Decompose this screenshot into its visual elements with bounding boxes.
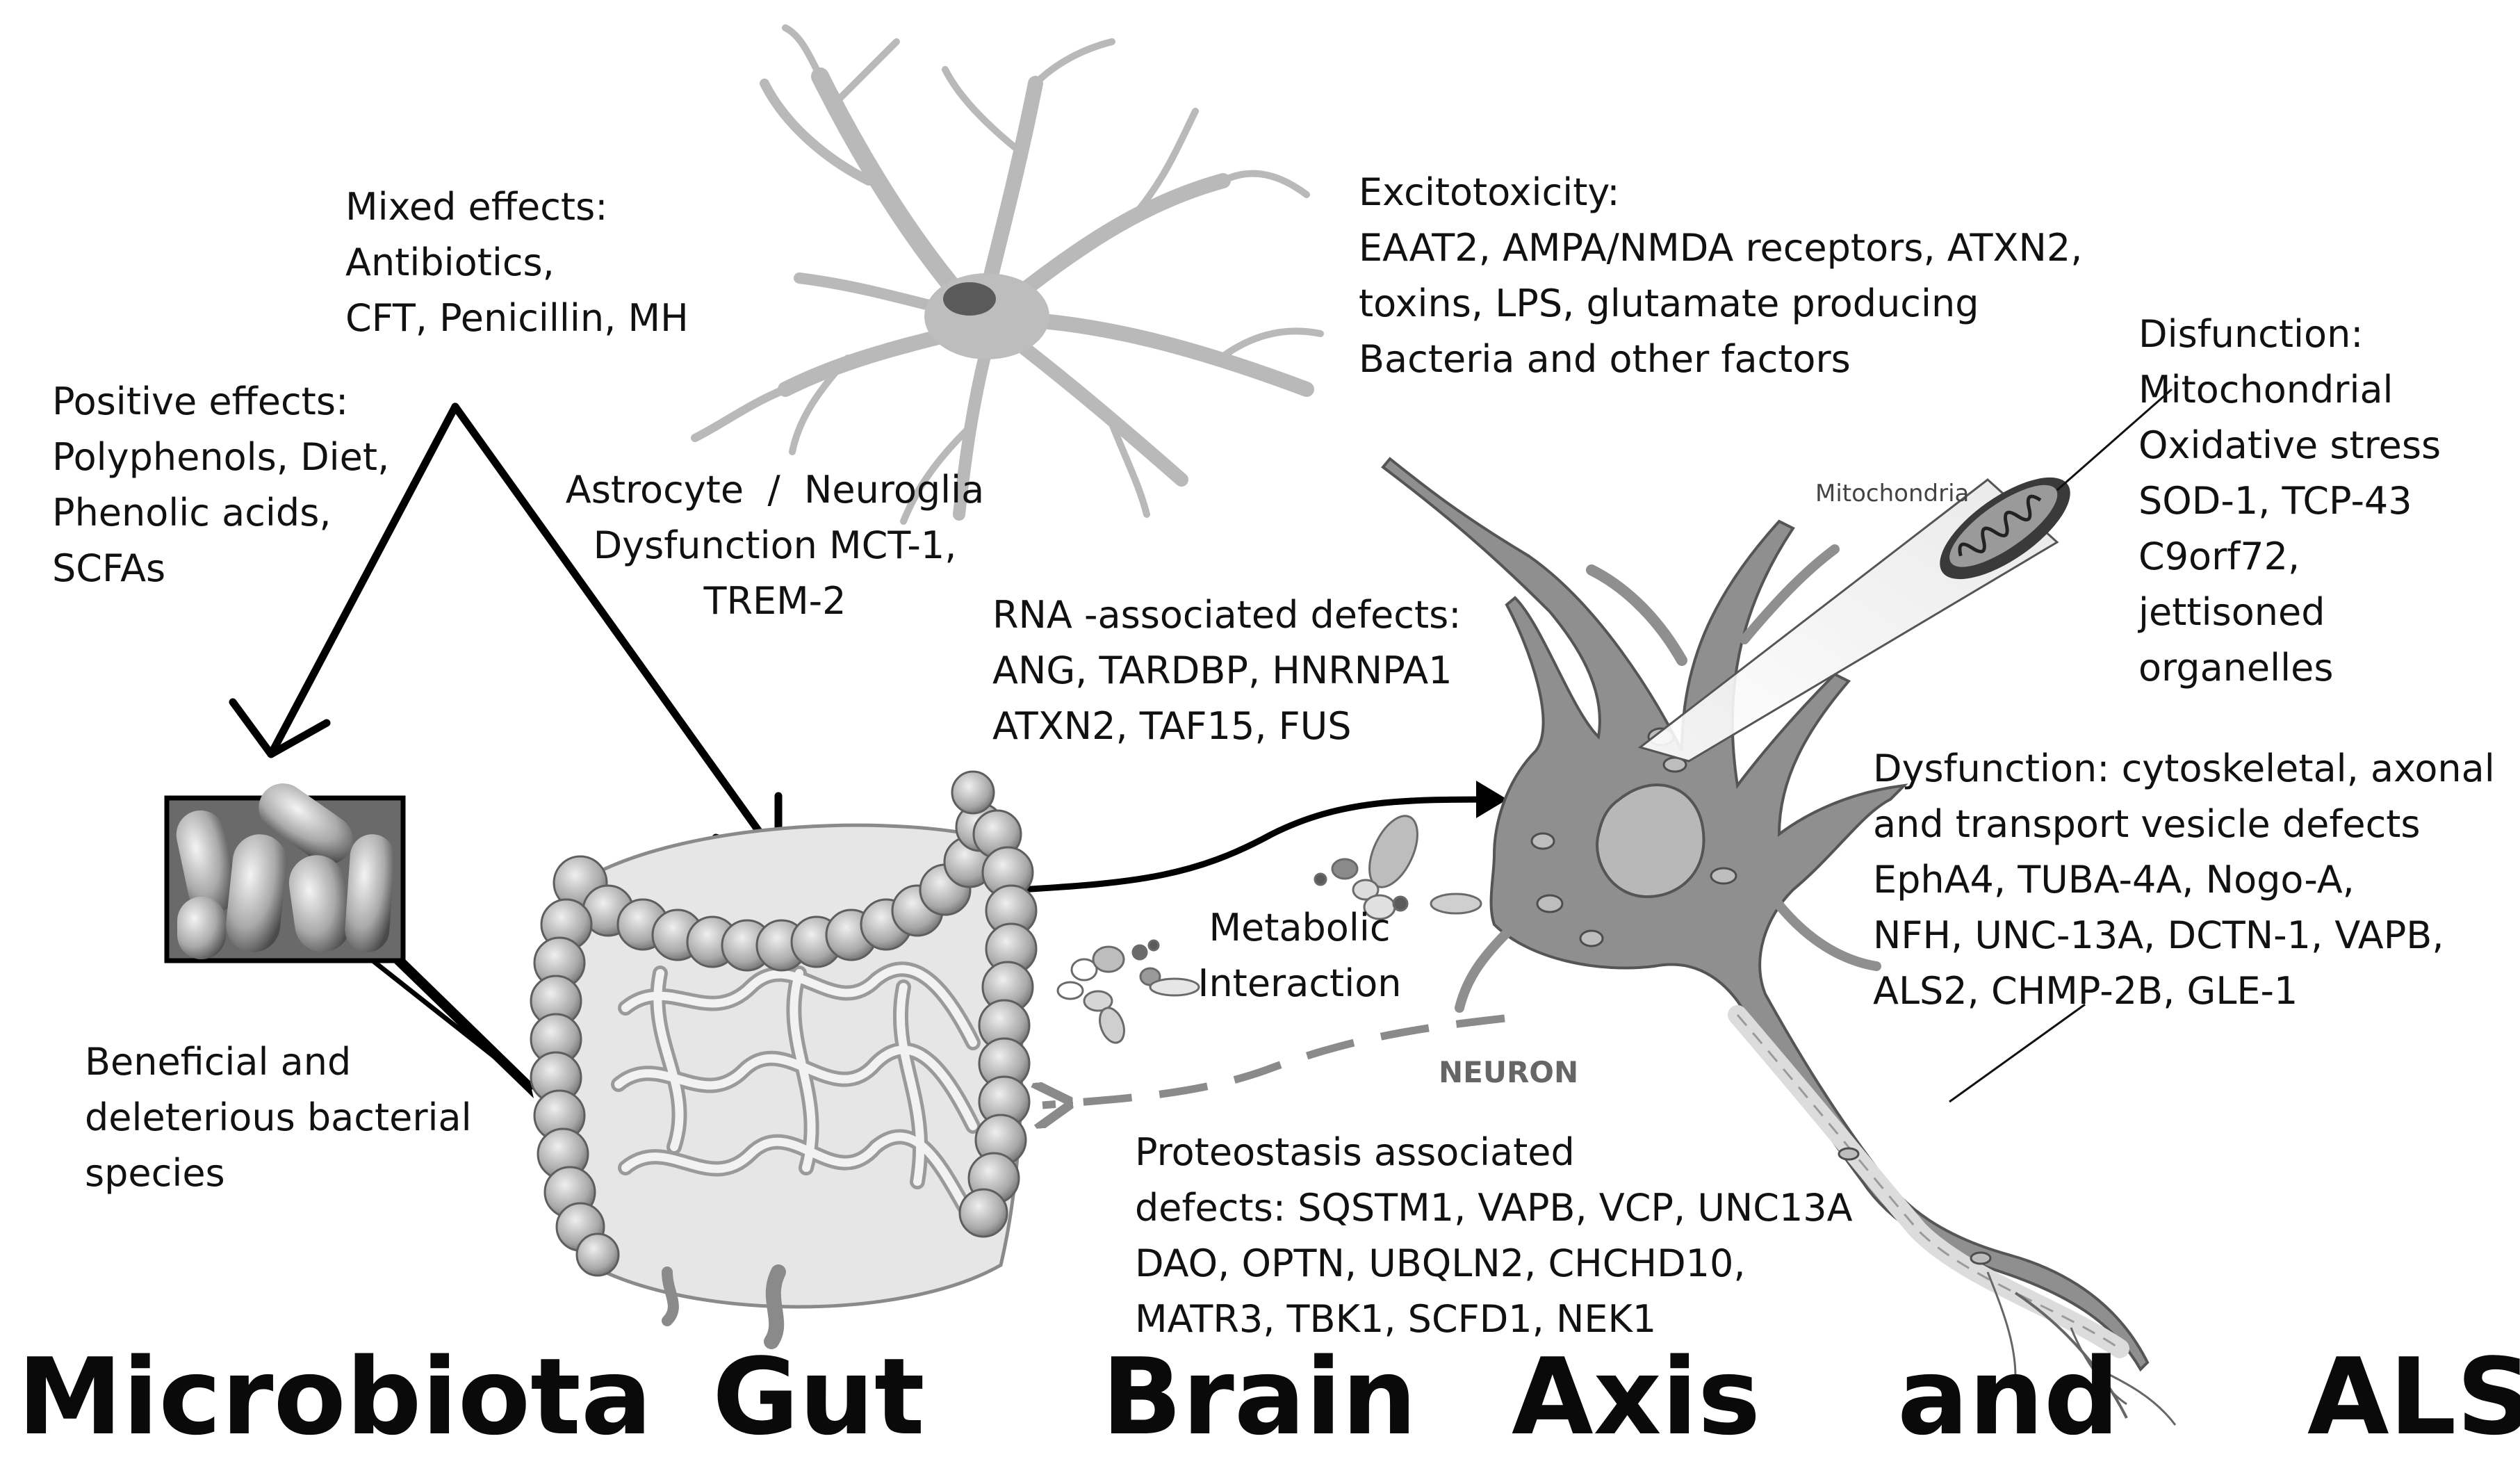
metabolite-particles (1056, 815, 1482, 1044)
neuron-label: NEURON (1439, 1055, 1579, 1089)
cytoskeletal-block: Dysfunction: cytoskeletal, axonal and tr… (1873, 741, 2495, 1019)
positive-effects-heading: Positive effects: (52, 380, 349, 423)
positive-effects-line: SCFAs (52, 546, 166, 590)
cytoskeletal-heading: Dysfunction: cytoskeletal, axonal (1873, 747, 2495, 790)
positive-effects-line: Phenolic acids, (52, 491, 332, 535)
rna-defects-block: RNA -associated defects: ANG, TARDBP, HN… (992, 587, 1461, 754)
cytoskeletal-line: ALS2, CHMP-2B, GLE-1 (1873, 969, 2298, 1013)
title-word-gut: Gut (712, 1335, 925, 1458)
mixed-effects-line: CFT, Penicillin, MH (345, 296, 689, 340)
proteostasis-line: DAO, OPTN, UBQLN2, CHCHD10, (1135, 1241, 1746, 1285)
proteostasis-line: MATR3, TBK1, SCFD1, NEK1 (1135, 1297, 1657, 1341)
gut-illustration (530, 770, 1038, 1349)
arrow-neuron-to-gut (1042, 1014, 1505, 1105)
bacteria-line: species (85, 1151, 225, 1195)
rna-defects-line: ANG, TARDBP, HNRNPA1 (992, 649, 1453, 692)
title-word-microbiota: Microbiota (17, 1335, 653, 1458)
cytoskeletal-pointer (1949, 1003, 2086, 1103)
astrocyte-line: Dysfunction MCT-1, (593, 523, 957, 567)
proteostasis-heading: Proteostasis associated (1135, 1130, 1575, 1174)
mitochondria-zoom (1637, 388, 2173, 763)
astrocyte-nucleus (943, 282, 996, 316)
colon (530, 770, 1038, 1277)
bacteria-rods (176, 783, 395, 959)
mixed-effects-line: Antibiotics, (345, 241, 555, 284)
astrocyte-body (924, 273, 1049, 359)
proteostasis-block: Proteostasis associated defects: SQSTM1,… (1135, 1125, 1853, 1347)
excitotoxicity-line: toxins, LPS, glutamate producing (1359, 282, 1979, 325)
arrow-to-gut (451, 402, 783, 863)
mixed-effects-heading: Mixed effects: (345, 185, 608, 229)
excitotoxicity-heading: Excitotoxicity: (1359, 170, 1620, 214)
rna-defects-heading: RNA -associated defects: (992, 593, 1462, 637)
bacteria-line: deleterious bacterial (85, 1096, 472, 1139)
mixed-effects-block: Mixed effects: Antibiotics, CFT, Penicil… (345, 179, 689, 346)
cytoskeletal-line: NFH, UNC-13A, DCTN-1, VAPB, (1873, 913, 2444, 957)
mito-dysfunction-line: Oxidative stress (2138, 423, 2441, 467)
astrocyte-illustration (691, 24, 1324, 525)
bacteria-block: Beneficial and deleterious bacterial spe… (85, 1034, 472, 1201)
cytoskeletal-line: EphA4, TUBA-4A, Nogo-A, (1873, 858, 2355, 902)
positive-effects-line: Polyphenols, Diet, (52, 435, 390, 479)
mito-dysfunction-block: Disfunction: Mitochondrial Oxidative str… (2138, 307, 2441, 696)
metabolic-line: Interaction (1197, 961, 1402, 1005)
mito-dysfunction-line: organelles (2138, 646, 2334, 690)
arrow-gut-to-neuron (1017, 781, 1507, 893)
bacteria-inset (164, 783, 536, 1098)
astrocyte-line: TREM-2 (703, 579, 846, 623)
excitotoxicity-line: Bacteria and other factors (1359, 337, 1851, 381)
title-word-and: and (1897, 1335, 2120, 1458)
metabolic-interaction-block: Metabolic Interaction (1181, 900, 1418, 1011)
excitotoxicity-line: EAAT2, AMPA/NMDA receptors, ATXN2, (1359, 226, 2083, 270)
title-word-axis: Axis (1512, 1335, 1761, 1458)
bacteria-line: Beneficial and (85, 1040, 352, 1084)
mito-dysfunction-line: C9orf72, (2138, 535, 2300, 578)
excitotoxicity-block: Excitotoxicity: EAAT2, AMPA/NMDA recepto… (1359, 165, 2082, 387)
rna-defects-line: ATXN2, TAF15, FUS (992, 704, 1352, 748)
astrocyte-line: Astrocyte / Neuroglia (565, 468, 985, 512)
positive-effects-block: Positive effects: Polyphenols, Diet, Phe… (52, 374, 389, 596)
mito-dysfunction-line: SOD-1, TCP-43 (2138, 479, 2412, 523)
proteostasis-line: defects: SQSTM1, VAPB, VCP, UNC13A (1135, 1186, 1853, 1230)
title-word-als: ALS (2307, 1335, 2520, 1458)
metabolic-line: Metabolic (1209, 906, 1391, 950)
mito-dysfunction-heading: Disfunction: (2138, 312, 2364, 356)
cytoskeletal-line: and transport vesicle defects (1873, 802, 2421, 846)
mito-dysfunction-line: Mitochondrial (2138, 368, 2394, 412)
mito-dysfunction-line: jettisoned (2138, 590, 2325, 634)
arrow-to-bacteria (267, 402, 459, 758)
mitochondria-label: Mitochondria (1815, 480, 1970, 507)
title-word-brain: Brain (1102, 1335, 1417, 1458)
astrocyte-block: Astrocyte / Neuroglia Dysfunction MCT-1,… (549, 462, 1001, 629)
